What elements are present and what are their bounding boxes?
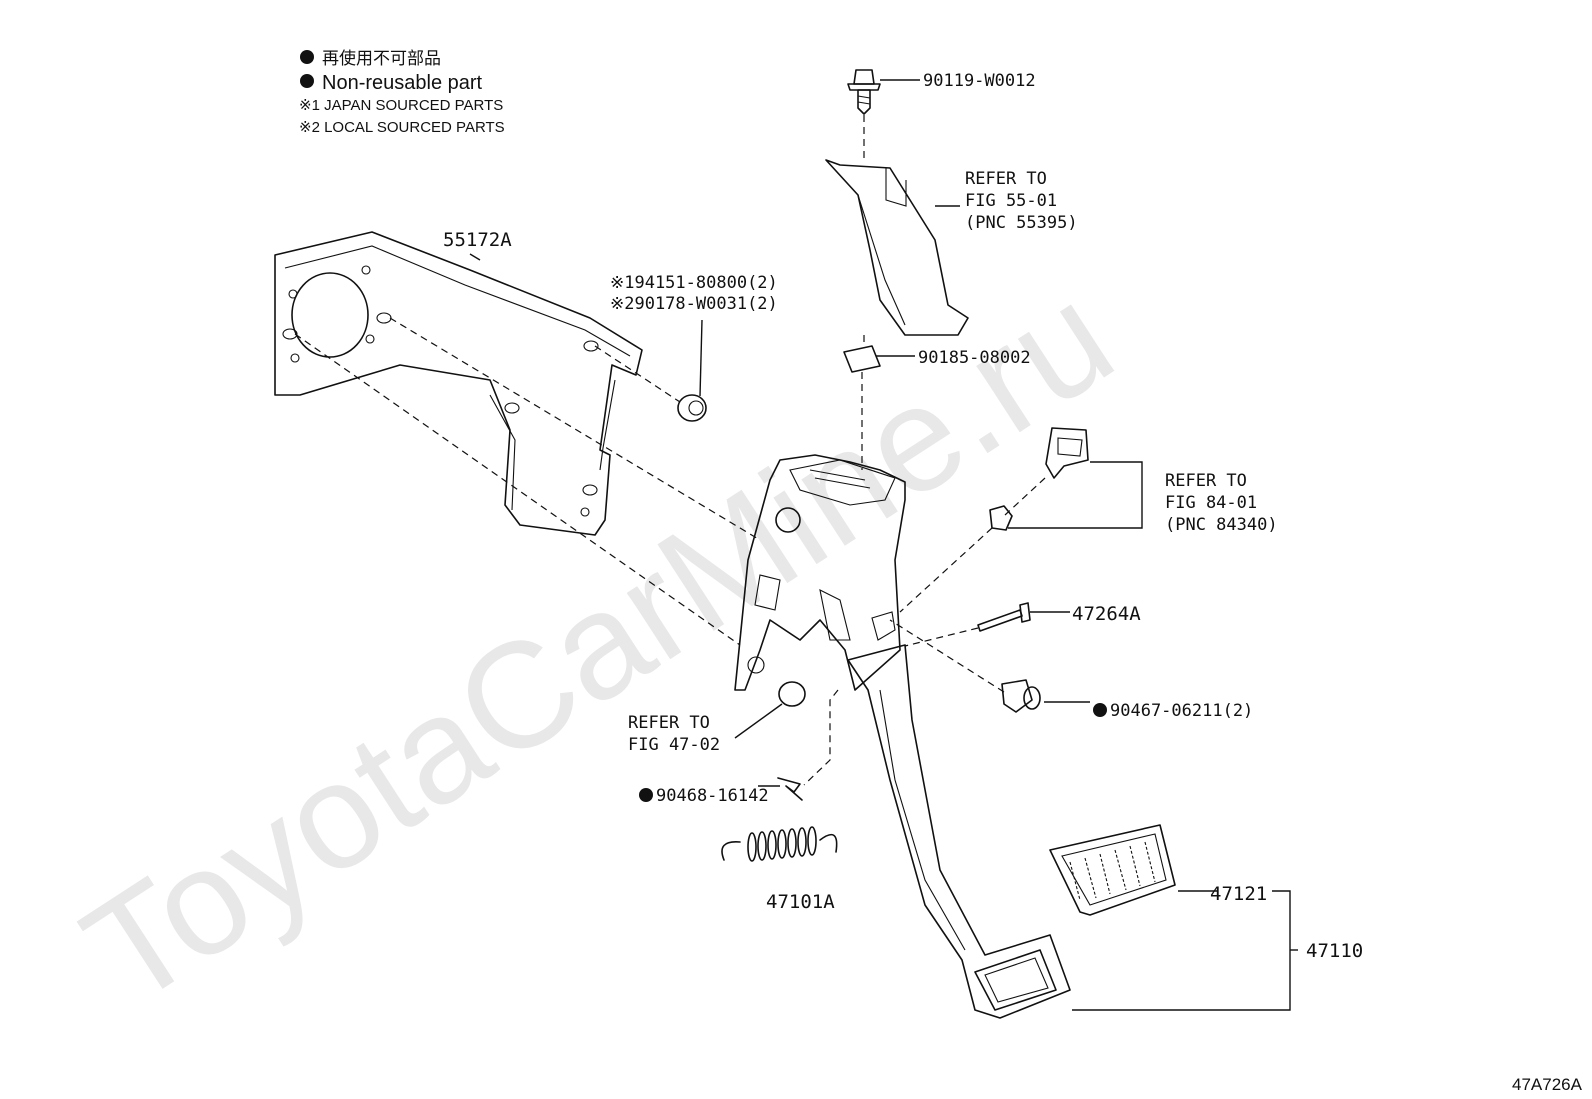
bolt-90119	[847, 69, 881, 115]
label-90185: 90185-08002	[918, 348, 1031, 368]
label-90119: 90119-W0012	[923, 71, 1036, 91]
label-refer-84-1: REFER TO	[1165, 471, 1247, 491]
clip-90468	[777, 777, 803, 801]
legend-line-3: ※1 JAPAN SOURCED PARTS	[299, 97, 503, 114]
watermark: ToyotaCarMine.ru	[56, 251, 1140, 1037]
label-47121: 47121	[1210, 883, 1267, 905]
label-90467: 90467-06211(2)	[1110, 701, 1253, 721]
label-refer-55-3: (PNC 55395)	[965, 213, 1078, 233]
bracket-55172a	[274, 231, 643, 536]
label-refer-84-3: (PNC 84340)	[1165, 515, 1278, 535]
non-reusable-bullet-icon	[639, 788, 653, 802]
non-reusable-bullet-icon	[1093, 703, 1107, 717]
bracket-hole	[291, 272, 369, 358]
label-90178: ※290178-W0031(2)	[610, 294, 778, 314]
label-55172a: 55172A	[443, 229, 512, 251]
label-refer-55-2: FIG 55-01	[965, 191, 1057, 211]
pin-47264a	[977, 602, 1031, 632]
legend-line-4: ※2 LOCAL SOURCED PARTS	[299, 119, 505, 136]
legend: 再使用不可部品 Non-reusable part ※1 JAPAN SOURC…	[299, 48, 505, 136]
label-47110: 47110	[1306, 940, 1363, 962]
pedal-pad-plate	[974, 949, 1057, 1011]
clip-90185	[843, 345, 881, 373]
label-refer-55-1: REFER TO	[965, 169, 1047, 189]
leader-lines	[469, 79, 1298, 1011]
assembly-lines	[294, 115, 1046, 786]
label-47101a: 47101A	[766, 891, 835, 913]
label-47264a: 47264A	[1072, 603, 1141, 625]
label-refer-84-2: FIG 84-01	[1165, 493, 1257, 513]
cushion-90467	[1001, 679, 1041, 713]
upper-cover	[825, 159, 969, 336]
pedal-pad-47121	[1049, 824, 1176, 916]
label-refer-47-1: REFER TO	[628, 713, 710, 733]
label-194151: ※194151-80800(2)	[610, 273, 778, 293]
label-refer-47-2: FIG 47-02	[628, 735, 720, 755]
switch-clip	[989, 505, 1013, 531]
bullet-icon	[300, 74, 314, 88]
pivot-bolt	[775, 507, 801, 533]
pedal-support-bracket	[734, 454, 906, 691]
legend-line-2: Non-reusable part	[322, 72, 483, 94]
legend-line-1: 再使用不可部品	[322, 48, 441, 68]
flange-nut	[677, 394, 707, 422]
spring-47101a	[721, 826, 838, 862]
stop-lamp-switch	[989, 427, 1089, 531]
bullet-icon	[300, 50, 314, 64]
pedal-arm-47110	[847, 644, 1071, 1019]
label-90468: 90468-16142	[656, 786, 769, 806]
part-labels: 90119-W0012 REFER TO FIG 55-01 (PNC 5539…	[443, 71, 1583, 1094]
figure-code: 47A726A	[1512, 1075, 1583, 1094]
refer-nut	[778, 681, 806, 707]
